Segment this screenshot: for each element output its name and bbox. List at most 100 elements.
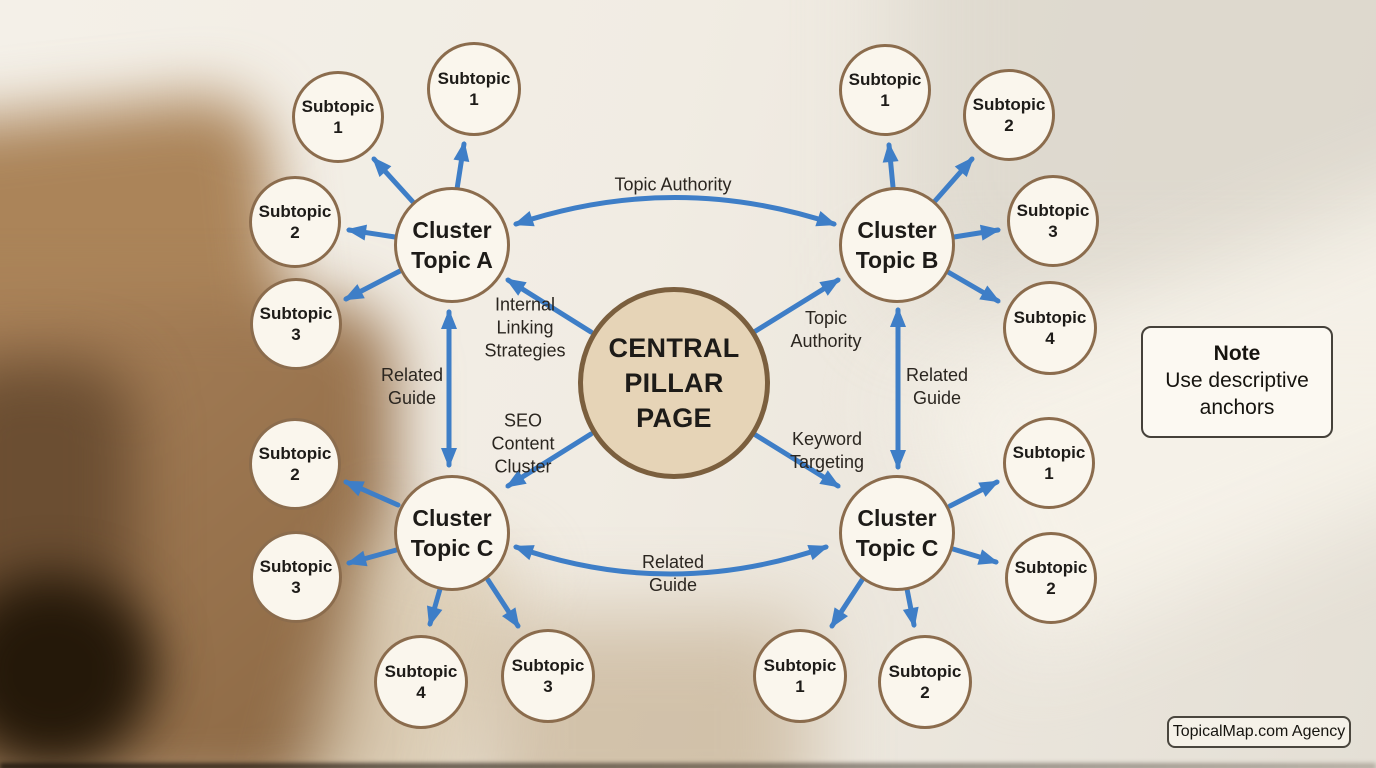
edge-label-line: Guide <box>912 388 962 408</box>
node-label-line: Topic C <box>855 535 939 561</box>
edge-c-right-to-subtopic-2 <box>950 546 999 565</box>
cright-subtopic-1: Subtopic 1 <box>1003 417 1095 509</box>
node-label-line: Cluster <box>412 217 492 243</box>
node-label: Subtopic 1 <box>849 69 922 111</box>
node-label-line: 4 <box>416 683 426 702</box>
node-label: Subtopic 2 <box>973 94 1046 136</box>
node-label-line: Subtopic <box>1016 201 1090 220</box>
edge-a-to-subtopic-2 <box>346 224 398 241</box>
edge-label-line: Content <box>491 433 555 454</box>
edge-central-to-cluster-c-right <box>751 431 841 489</box>
edge-label-line: Guide <box>648 575 698 595</box>
label-topic-authority-top: Topic Authority <box>614 174 731 197</box>
node-label-line: Subtopic <box>1012 443 1086 462</box>
node-label: Subtopic 2 <box>259 201 332 243</box>
edge-c-left-to-subtopic-2 <box>343 479 401 508</box>
node-label-line: Subtopic <box>511 656 585 675</box>
node-label-line: 3 <box>291 325 301 344</box>
edge-label-line: Topic Authority <box>614 174 732 195</box>
node-label: Subtopic 1 <box>1013 442 1086 484</box>
node-label-line: 2 <box>1046 579 1056 598</box>
note-box: Note Use descriptive anchors <box>1141 326 1333 438</box>
edge-c-left-to-subtopic-4 <box>426 586 443 627</box>
node-label-line: 1 <box>880 91 890 110</box>
note-title: Note <box>1213 342 1261 365</box>
node-label-line: Subtopic <box>258 202 332 221</box>
node-label-line: Subtopic <box>258 444 332 463</box>
node-label-line: Topic B <box>855 247 939 273</box>
a-subtopic-2: Subtopic 2 <box>249 176 341 268</box>
edge-label-line: Linking <box>496 317 554 338</box>
edge-label-line: Related <box>380 365 444 385</box>
node-label: Subtopic 2 <box>259 443 332 485</box>
node-label-line: CENTRAL <box>608 332 740 363</box>
edge-b-to-subtopic-2 <box>932 156 975 204</box>
a-subtopic-1-top: Subtopic 1 <box>427 42 521 136</box>
node-label-line: 2 <box>1004 116 1014 135</box>
node-label-line: 2 <box>290 465 300 484</box>
edge-label-line: Topic <box>804 308 848 328</box>
node-label-line: Subtopic <box>848 70 922 89</box>
node-label-line: PAGE <box>636 402 712 433</box>
edge-a-to-subtopic-3 <box>343 268 403 302</box>
node-label-line: 2 <box>290 223 300 242</box>
node-label-line: Topic C <box>410 535 494 561</box>
node-label-line: Subtopic <box>437 69 511 88</box>
node-label-line: Cluster <box>412 505 492 531</box>
node-label: Subtopic 3 <box>260 556 333 598</box>
edge-a-to-subtopic-1-top <box>453 141 470 192</box>
node-label-line: Subtopic <box>763 656 837 675</box>
node-label-line: 3 <box>291 578 301 597</box>
edge-label-line: Internal <box>494 294 556 315</box>
node-label-line: 1 <box>1044 464 1054 483</box>
edge-c-right-to-subtopic-2b <box>902 586 919 628</box>
edge-c-right-to-subtopic-1b <box>829 577 865 629</box>
edge-b-to-subtopic-3 <box>951 224 1001 241</box>
b-subtopic-1: Subtopic 1 <box>839 44 931 136</box>
node-label: Subtopic 4 <box>1014 307 1087 349</box>
cleft-subtopic-3: Subtopic 3 <box>250 531 342 623</box>
node-label-line: Subtopic <box>972 95 1046 114</box>
node-label-line: 4 <box>1045 329 1055 348</box>
note-body: Use descriptive anchors <box>1165 369 1309 419</box>
edge-c-left-to-subtopic-3 <box>346 546 403 567</box>
node-label-line: 1 <box>469 90 479 109</box>
edge-cluster-c-to-c-arc <box>513 544 829 577</box>
node-label-line: Subtopic <box>259 557 333 576</box>
cleft-subtopic-2: Subtopic 2 <box>249 418 341 510</box>
agency-badge: TopicalMap.com Agency <box>1167 716 1351 748</box>
edge-label-line: Authority <box>790 331 862 351</box>
node-label-line: Topic A <box>411 247 493 273</box>
cright-subtopic-2b: Subtopic 2 <box>878 635 972 729</box>
node-label-line: 2 <box>920 683 930 702</box>
edge-label-line: SEO <box>503 410 543 431</box>
node-label-line: Subtopic <box>1013 308 1087 327</box>
edge-central-to-cluster-a <box>505 277 594 335</box>
node-label-line: Subtopic <box>888 662 962 681</box>
